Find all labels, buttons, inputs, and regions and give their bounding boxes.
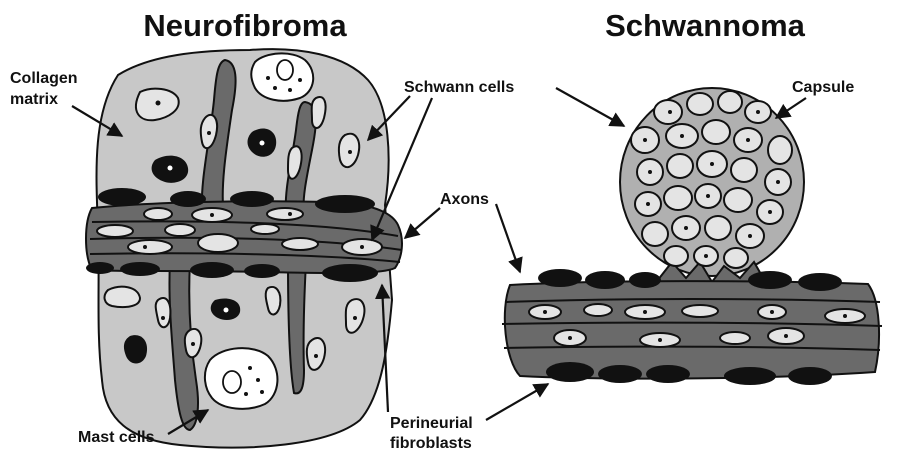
perineurial-fibroblast [748,271,792,289]
perineurial-fibroblast [98,188,146,206]
label-schwann-cells: Schwann cells [404,79,514,96]
arrow-schwann-to-capsule [556,88,624,126]
arrow-capsule [776,98,806,118]
label-axons: Axons [440,191,489,208]
perineurial-fibroblast [629,272,661,288]
label-capsule: Capsule [792,79,854,96]
perineurial-fibroblast [546,362,594,382]
perineurial-fibroblast [538,269,582,287]
label-collagen-line2: matrix [10,91,58,108]
perineurial-fibroblast [315,195,375,213]
perineurial-fibroblast [322,264,378,282]
title-neurofibroma: Neurofibroma [143,8,347,43]
mast-cell-upper [251,53,313,100]
arrow-perineurial-right [486,384,548,420]
perineurial-fibroblast [120,262,160,276]
label-mast-cells: Mast cells [78,429,155,446]
perineurial-fibroblast [244,264,280,278]
perineurial-fibroblast [86,262,114,274]
label-collagen-line1: Collagen [10,70,78,87]
perineurial-fibroblast [230,191,274,207]
schwannoma-illustration [502,88,882,385]
perineurial-fibroblast [798,273,842,291]
title-schwannoma: Schwannoma [605,8,806,43]
mast-cell-lower [205,348,278,409]
perineurial-fibroblast [788,367,832,385]
perineurial-fibroblast [170,191,206,207]
arrow-axons-right [496,204,520,272]
label-perineurial-line1: Perineurial [390,415,473,432]
neurofibroma-illustration [86,49,402,447]
perineurial-fibroblast [598,365,642,383]
perineurial-fibroblast [646,365,690,383]
vertical-fiber-4 [288,262,306,393]
perineurial-fibroblast [585,271,625,289]
perineurial-fibroblast [724,367,776,385]
label-perineurial-line2: fibroblasts [390,435,472,452]
perineurial-fibroblast [190,262,234,278]
arrow-axons-left [405,208,440,238]
